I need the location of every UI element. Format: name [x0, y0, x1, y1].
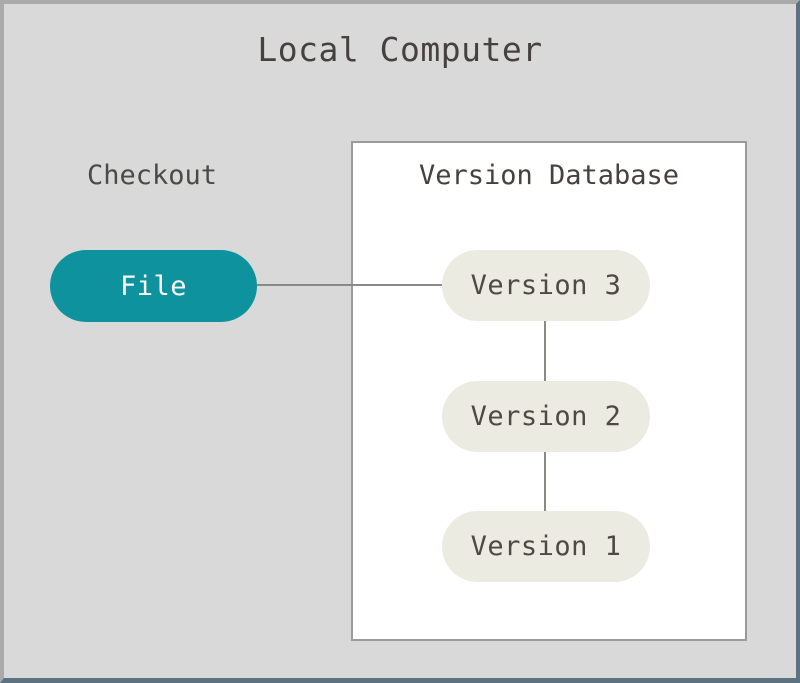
node-version-3[interactable]: Version 3 — [442, 250, 650, 321]
connector-version3-to-version2 — [544, 320, 546, 383]
connector-version2-to-version1 — [544, 450, 546, 513]
page-title: Local Computer — [257, 30, 543, 69]
node-version-2[interactable]: Version 2 — [442, 381, 650, 452]
node-file[interactable]: File — [50, 250, 257, 322]
connector-file-to-version3 — [257, 284, 447, 286]
checkout-section-label: Checkout — [86, 160, 218, 191]
node-version-1[interactable]: Version 1 — [442, 511, 650, 582]
version-database-label: Version Database — [418, 160, 680, 191]
